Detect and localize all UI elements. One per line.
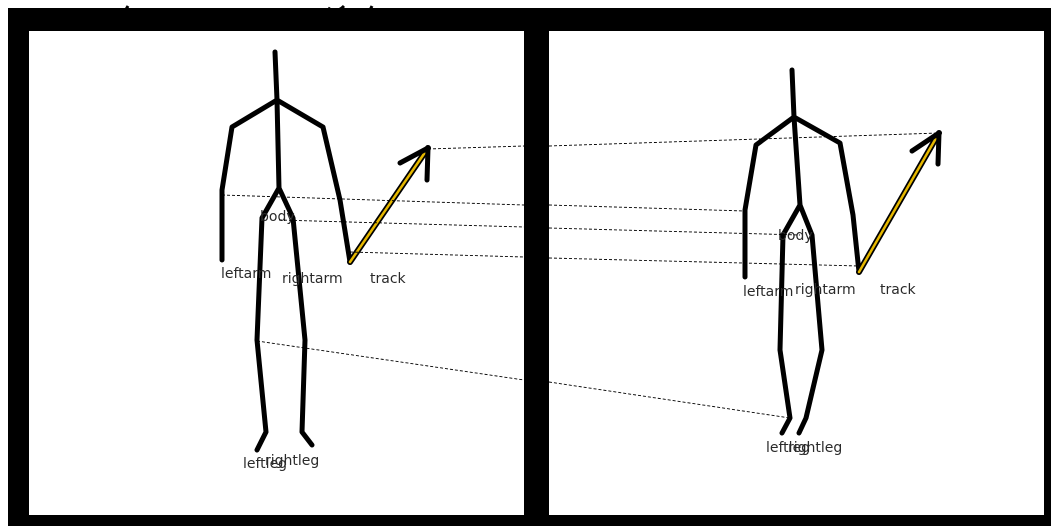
left-label-track: track — [370, 271, 407, 287]
right-label-rightarm: rightarm — [795, 282, 856, 298]
right-head-neck — [792, 70, 794, 117]
left-label-body: body — [260, 209, 295, 225]
right-label-leftarm: leftarm — [743, 284, 793, 300]
right-label-track: track — [880, 282, 917, 298]
right-label-body: body — [778, 228, 813, 244]
left-label-rightarm: rightarm — [282, 271, 343, 287]
left-label-rightleg: rightleg — [265, 453, 319, 469]
right-panel: body leftarm rightarm track leftleg righ… — [549, 31, 1044, 515]
left-spine — [277, 100, 279, 188]
left-label-leftarm: leftarm — [221, 266, 271, 282]
left-panel: body leftarm rightarm track leftleg righ… — [29, 31, 524, 515]
right-label-rightleg: rightleg — [788, 440, 842, 456]
left-head-neck — [275, 52, 277, 100]
